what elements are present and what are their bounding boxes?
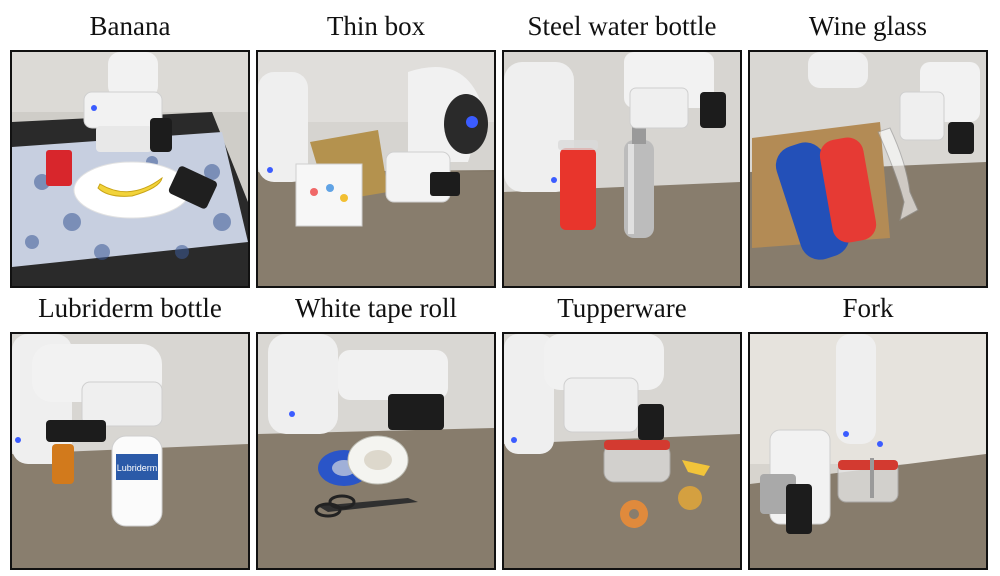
panel-caption: Wine glass [808, 11, 928, 41]
photo-banana [10, 50, 250, 288]
robot-arm-icon [338, 350, 448, 430]
photo-steel-water-bottle [502, 50, 742, 288]
robot-arm-icon [760, 429, 831, 534]
scene-wine-glass [750, 52, 986, 286]
panel-caption: Thin box [326, 11, 426, 41]
photo-wine-glass [748, 50, 988, 288]
photo-lubriderm-bottle: Lubriderm [10, 332, 250, 570]
scene-lubriderm-bottle: Lubriderm [12, 334, 248, 568]
bottle-label-text: Lubriderm [117, 463, 158, 473]
scene-tupperware [504, 334, 740, 568]
scene-white-tape-roll [258, 334, 494, 568]
robot-arm-icon [624, 52, 726, 129]
scene-thin-box [258, 52, 494, 286]
panel-caption: Banana [89, 11, 171, 41]
panel-caption: Lubriderm bottle [38, 293, 222, 323]
photo-thin-box [256, 50, 496, 288]
robot-arm-icon [544, 334, 664, 440]
panel-caption: Steel water bottle [527, 11, 717, 41]
scene-steel-water-bottle [504, 52, 740, 286]
robot-arm-icon [32, 344, 163, 442]
robot-arm-icon [808, 52, 980, 154]
panel-caption: Tupperware [557, 293, 687, 323]
photo-fork [748, 332, 988, 570]
robot-arm-icon [385, 67, 488, 203]
robot-arm-icon [83, 52, 172, 152]
scene-banana [12, 52, 248, 286]
scene-fork [750, 334, 986, 568]
panel-caption: White tape roll [295, 293, 457, 323]
photo-tupperware [502, 332, 742, 570]
photo-white-tape-roll [256, 332, 496, 570]
panel-caption: Fork [842, 293, 894, 323]
